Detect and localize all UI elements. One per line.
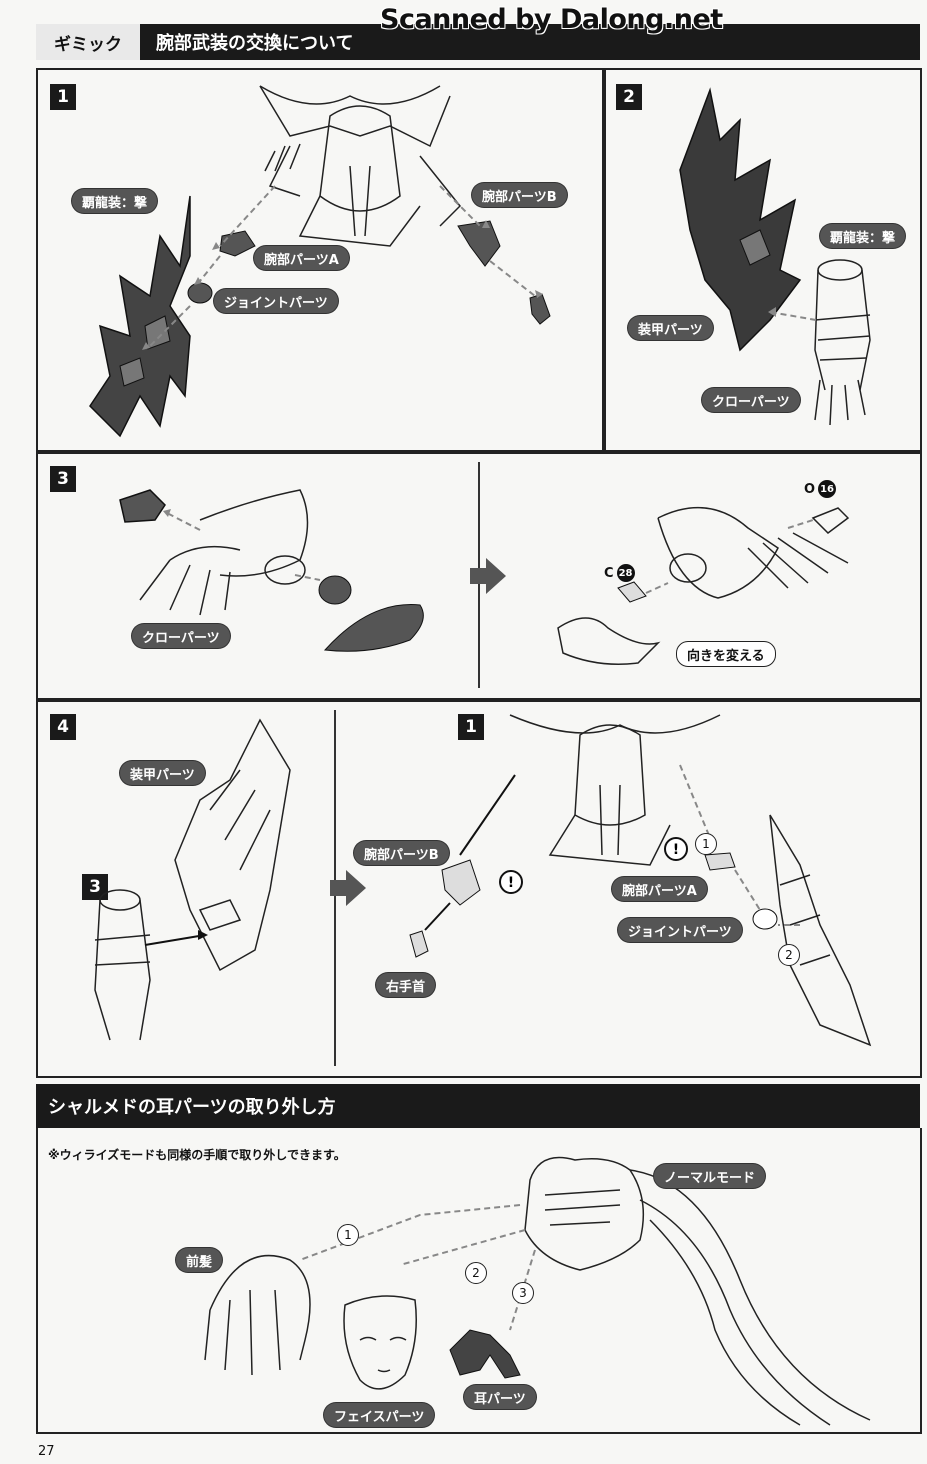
ear-section-header: シャルメドの耳パーツの取り外し方	[36, 1084, 920, 1128]
label-change-direction: 向きを変える	[676, 641, 776, 667]
label-claw-part: クローパーツ	[702, 388, 800, 412]
label-claw-part-3: クローパーツ	[132, 624, 230, 648]
part-letter-o: O	[804, 481, 816, 497]
step-ref-1: 1	[458, 714, 484, 740]
step-number-1: 1	[50, 84, 76, 110]
panel-1-illustration	[89, 85, 551, 438]
panel-3-right-illustration	[557, 506, 850, 665]
page-number: 27	[38, 1444, 55, 1459]
ear-illustration	[204, 1156, 871, 1426]
ear-order-1: 1	[337, 1224, 359, 1246]
gimmick-tab: ギミック	[36, 24, 140, 60]
step-number-2: 2	[616, 84, 642, 110]
label-armor-part: 装甲パーツ	[628, 316, 713, 340]
label-arm-part-b: 腕部パーツB	[472, 183, 567, 207]
part-code-c28: C 28	[604, 564, 635, 582]
part-num-16: 16	[818, 480, 837, 498]
gimmick-title: 腕部武装の交換について	[156, 33, 354, 54]
ear-note: ※ウィライズモードも同様の手順で取り外しできます。	[48, 1148, 346, 1162]
label-right-wrist: 右手首	[376, 973, 436, 997]
panel-step-1	[36, 68, 606, 454]
label-joint-part-4: ジョイントパーツ	[618, 918, 742, 942]
ear-order-2: 2	[465, 1262, 487, 1284]
label-armor-part-4: 装甲パーツ	[120, 761, 205, 785]
panel-step-3	[36, 450, 922, 702]
step-number-3: 3	[50, 466, 76, 492]
next-arrow-3	[470, 558, 506, 594]
label-ear-part: 耳パーツ	[464, 1385, 536, 1409]
order-mark-2: 2	[778, 944, 800, 966]
label-arm-part-a: 腕部パーツA	[254, 246, 349, 270]
ear-section-title: シャルメドの耳パーツの取り外し方	[48, 1097, 336, 1118]
label-joint-part: ジョイントパーツ	[214, 289, 338, 313]
svg-text:!: !	[508, 875, 514, 891]
panel-step-4	[36, 698, 922, 1078]
label-haryu-geki-2: 覇龍装：撃	[820, 224, 906, 248]
order-mark-1: 1	[695, 833, 717, 855]
label-arm-part-a-4: 腕部パーツA	[612, 877, 707, 901]
label-bangs: 前髪	[176, 1248, 223, 1272]
panel-step-2	[602, 68, 922, 454]
gimmick-header: ギミック 腕部武装の交換について	[36, 24, 920, 60]
next-arrow-4	[330, 870, 366, 906]
label-face-part: フェイスパーツ	[324, 1403, 435, 1427]
part-code-o16: O 16	[804, 480, 837, 498]
label-haryu-geki: 覇龍装：撃	[72, 189, 158, 213]
label-normal-mode: ノーマルモード	[654, 1164, 766, 1188]
panel-4-right-illustration: ! !	[409, 714, 872, 1047]
part-num-28: 28	[616, 564, 635, 582]
watermark: Scanned by Dalong.net	[380, 4, 723, 35]
step-number-4: 4	[50, 714, 76, 740]
ear-order-3: 3	[512, 1282, 534, 1304]
panel-2-illustration	[679, 87, 871, 426]
panel-4-left-illustration	[94, 718, 291, 1041]
label-arm-part-b-4: 腕部パーツB	[354, 841, 449, 865]
step-ref-3: 3	[82, 874, 108, 900]
part-letter-c: C	[604, 565, 614, 581]
panel-3-left-illustration	[119, 489, 424, 652]
svg-text:!: !	[673, 842, 679, 858]
panel-ear	[36, 1128, 922, 1434]
